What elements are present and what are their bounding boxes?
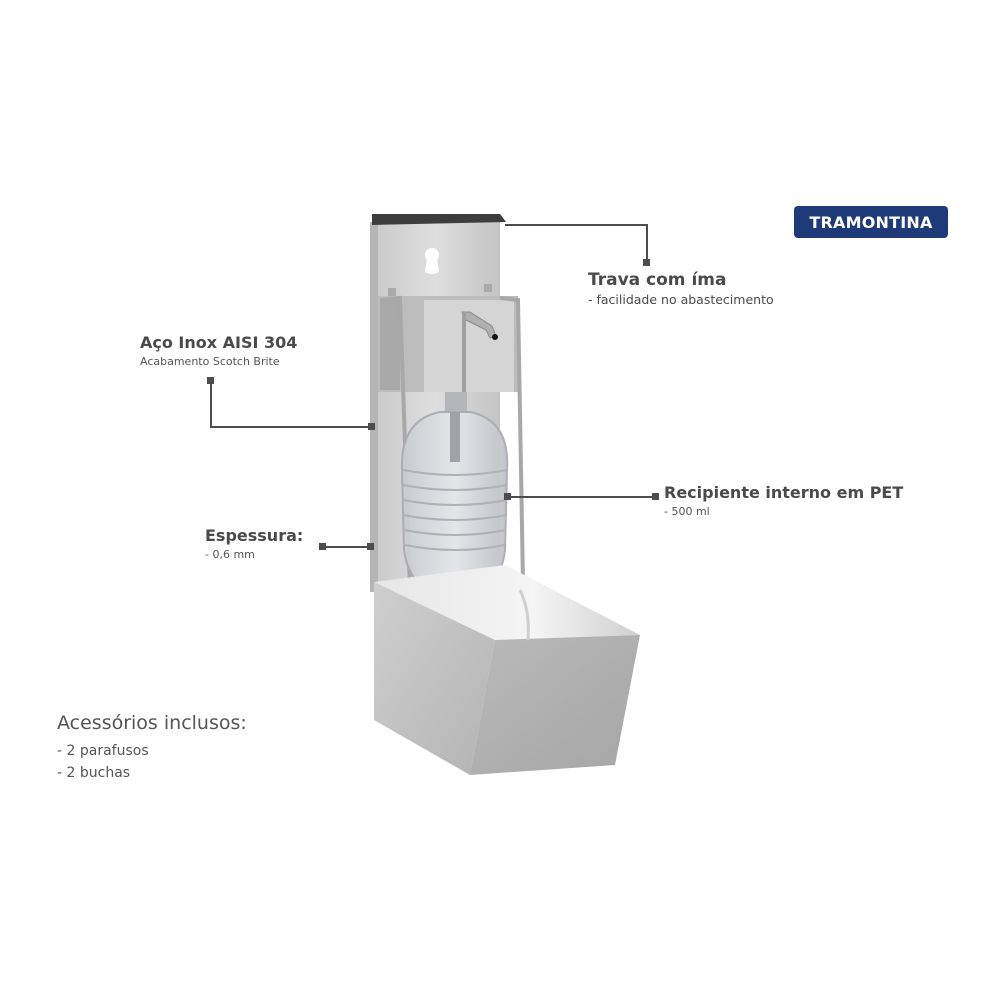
- callout-title: Aço Inox AISI 304: [140, 333, 298, 352]
- callout-recipiente: Recipiente interno em PET - 500 ml: [664, 483, 903, 518]
- drip-tray: [374, 565, 640, 775]
- callout-subtitle: - 500 ml: [664, 505, 710, 518]
- magnetic-lid: [372, 214, 506, 225]
- brand-logo: TRAMONTINA: [794, 206, 948, 238]
- callout-espessura: Espessura: - 0,6 mm: [205, 526, 303, 561]
- callout-title: Trava com íma: [588, 270, 727, 290]
- accessory-item: - 2 buchas: [57, 765, 131, 781]
- callout-trava: Trava com íma - facilidade no abastecime…: [588, 270, 774, 307]
- callout-title: Recipiente interno em PET: [664, 483, 904, 502]
- callout-subtitle: Acabamento Scotch Brite: [140, 355, 280, 368]
- accessories-title: Acessórios inclusos:: [57, 712, 247, 734]
- brand-logo-text: TRAMONTINA: [809, 212, 933, 232]
- accessories-list: - 2 parafusos - 2 buchas: [57, 740, 247, 784]
- callout-markers: [207, 259, 659, 550]
- callout-lines: [210, 224, 655, 548]
- callout-subtitle: - 0,6 mm: [205, 548, 255, 561]
- pet-bottle: [400, 392, 509, 597]
- callout-subtitle: - facilidade no abastecimento: [588, 292, 774, 307]
- accessory-item: - 2 parafusos: [57, 743, 149, 759]
- callout-title: Espessura:: [205, 526, 304, 545]
- accessories-section: Acessórios inclusos: - 2 parafusos - 2 b…: [57, 712, 247, 784]
- callout-aco-inox: Aço Inox AISI 304 Acabamento Scotch Brit…: [140, 333, 297, 368]
